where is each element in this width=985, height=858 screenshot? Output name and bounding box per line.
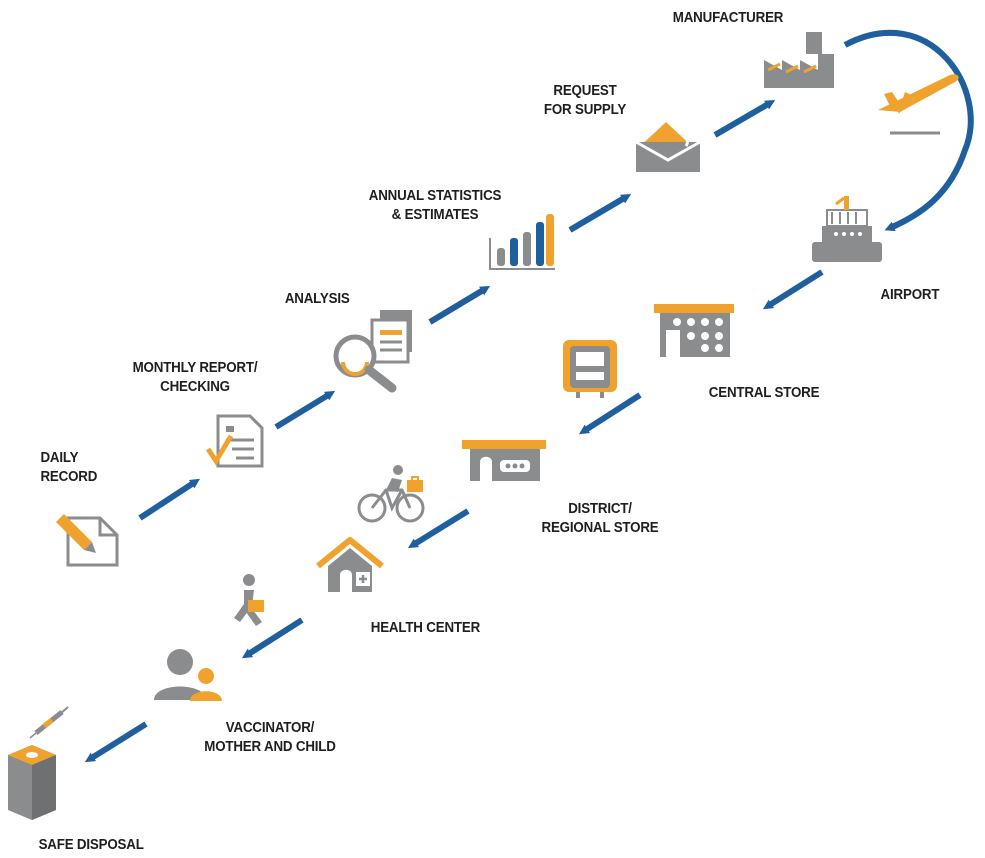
label-line: CHECKING [160, 379, 230, 395]
arrow-request-to-manufacturer [713, 99, 776, 138]
label-central-store: CENTRAL STORE [709, 384, 820, 403]
label-line: DISTRICT/ [568, 501, 632, 517]
label-line: REQUEST [553, 83, 617, 99]
label-line: & ESTIMATES [391, 207, 479, 223]
bicycle-icon [357, 465, 425, 523]
label-airport: AIRPORT [881, 286, 940, 305]
syringe-icon [29, 706, 69, 739]
label-line: MANUFACTURER [672, 10, 784, 26]
label-line: MONTHLY REPORT/ [132, 360, 258, 376]
label-safe-disposal: SAFE DISPOSAL [39, 836, 144, 855]
label-line: REGIONAL STORE [541, 520, 659, 536]
walking-person-icon [234, 574, 264, 626]
label-analysis: ANALYSIS [285, 290, 350, 309]
factory-icon [764, 32, 834, 88]
label-line: RECORD [40, 469, 98, 485]
label-request-supply: REQUEST FOR SUPPLY [525, 82, 645, 120]
label-line: MOTHER AND CHILD [204, 739, 336, 755]
arrow-annual-to-request [568, 193, 632, 233]
label-line: CENTRAL STORE [708, 385, 820, 401]
label-line: AIRPORT [880, 287, 940, 303]
label-line: DAILY [40, 450, 79, 466]
label-line: FOR SUPPLY [543, 102, 627, 118]
arrow-central-to-district [578, 392, 642, 435]
label-manufacturer: MANUFACTURER [672, 9, 784, 28]
label-district-store: DISTRICT/ REGIONAL STORE [526, 500, 673, 538]
disposal-box-icon [8, 745, 56, 820]
health-center-icon [316, 537, 384, 592]
bar-chart-icon [489, 214, 555, 270]
label-daily-record: DAILY RECORD [40, 449, 97, 487]
label-line: ANNUAL STATISTICS [368, 188, 502, 204]
envelope-icon [635, 122, 701, 172]
arrow-analysis-to-annual [428, 285, 491, 325]
mother-child-icon [154, 649, 222, 701]
arrow-monthly-to-analysis [274, 390, 336, 430]
arrow-daily-to-monthly [138, 478, 201, 521]
label-annual-statistics: ANNUAL STATISTICS & ESTIMATES [352, 187, 518, 225]
arrow-vaccinator-to-disposal [84, 721, 148, 763]
monthly-report-icon [205, 414, 264, 468]
truck-icon [563, 340, 617, 398]
label-line: HEALTH CENTER [370, 620, 481, 636]
label-vaccinator: VACCINATOR/ MOTHER AND CHILD [187, 719, 353, 757]
airport-icon [812, 196, 882, 262]
arrow-health-to-vaccinator [241, 617, 304, 659]
label-health-center: HEALTH CENTER [371, 619, 480, 638]
central-store-icon [654, 304, 734, 357]
arrow-airport-to-central [762, 269, 824, 310]
label-monthly-report: MONTHLY REPORT/ CHECKING [117, 359, 273, 397]
label-line: ANALYSIS [284, 291, 350, 307]
arrow-district-to-health [407, 508, 470, 549]
label-line: SAFE DISPOSAL [38, 837, 144, 853]
analysis-icon [333, 310, 412, 393]
district-store-icon [462, 440, 546, 481]
daily-record-icon [56, 514, 119, 567]
label-line: VACCINATOR/ [225, 720, 315, 736]
airplane-icon [878, 74, 959, 135]
arrow-manufacturer-to-airport [843, 29, 974, 231]
